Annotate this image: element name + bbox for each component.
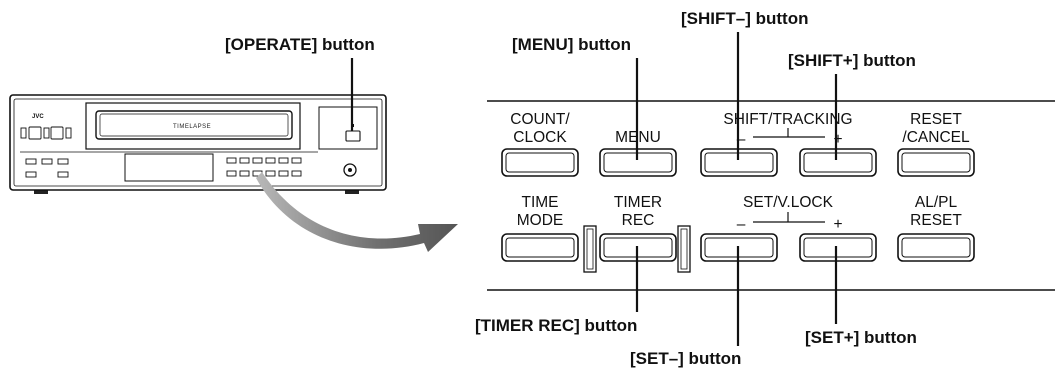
vcr-foot-left — [34, 189, 48, 194]
shift-minus-button[interactable] — [700, 148, 778, 177]
control-panel: COUNT/ CLOCK MENU SHIFT/TRACKING – + RES… — [487, 100, 1055, 291]
vcr-brand: JVC — [32, 114, 44, 120]
count-clock-button[interactable] — [501, 148, 579, 177]
reset-cancel-button[interactable] — [897, 148, 975, 177]
timer-indicator-left — [583, 225, 597, 273]
set-vlock-label: SET/V.LOCK — [743, 194, 834, 211]
reset-cancel-label-1: RESET — [910, 111, 962, 128]
timer-rec-label-1: TIMER — [614, 194, 662, 211]
menu-callout: [MENU] button — [512, 35, 631, 54]
vcr-lower-left-buttons — [25, 158, 69, 178]
shift-plus-callout: [SHIFT+] button — [788, 51, 916, 70]
vcr-top-buttons — [20, 126, 72, 140]
vcr-display — [124, 153, 214, 182]
cassette-logo: TIMELAPSE — [173, 124, 211, 130]
vcr-unit: JVC TIMELAPSE — [9, 94, 387, 194]
timer-rec-label-2: REC — [622, 212, 655, 229]
vcr-panel-buttons — [226, 157, 302, 177]
operate-callout: [OPERATE] button — [225, 35, 375, 54]
timer-indicator-right — [677, 225, 691, 273]
al-pl-reset-label-2: RESET — [910, 212, 962, 229]
reset-cancel-label-2: /CANCEL — [902, 129, 970, 146]
shift-plus-button[interactable] — [799, 148, 877, 177]
vcr-operate-button[interactable] — [345, 130, 361, 142]
shift-plus-sign: + — [833, 131, 842, 148]
count-clock-label-1: COUNT/ — [510, 111, 570, 128]
time-mode-label-2: MODE — [517, 212, 564, 229]
count-clock-label-2: CLOCK — [513, 129, 567, 146]
set-plus-sign: + — [833, 216, 842, 233]
shift-minus-sign: – — [737, 131, 746, 148]
vcr-foot-right — [345, 189, 359, 194]
timer-rec-callout: [TIMER REC] button — [475, 316, 637, 335]
time-mode-button[interactable] — [501, 233, 579, 262]
time-mode-label-1: TIME — [521, 194, 558, 211]
cassette-slot — [95, 110, 293, 140]
shift-bracket — [753, 128, 825, 138]
al-pl-reset-label-1: AL/PL — [915, 194, 958, 211]
set-plus-callout: [SET+] button — [805, 328, 917, 347]
set-minus-callout: [SET–] button — [630, 349, 741, 368]
timer-rec-button[interactable] — [599, 233, 677, 262]
al-pl-reset-button[interactable] — [897, 233, 975, 262]
set-minus-sign: – — [737, 216, 746, 233]
shift-minus-callout: [SHIFT–] button — [681, 9, 808, 28]
shift-tracking-label: SHIFT/TRACKING — [723, 111, 852, 128]
set-plus-button[interactable] — [799, 233, 877, 262]
set-bracket — [753, 212, 825, 223]
zoom-arrow — [256, 172, 458, 252]
